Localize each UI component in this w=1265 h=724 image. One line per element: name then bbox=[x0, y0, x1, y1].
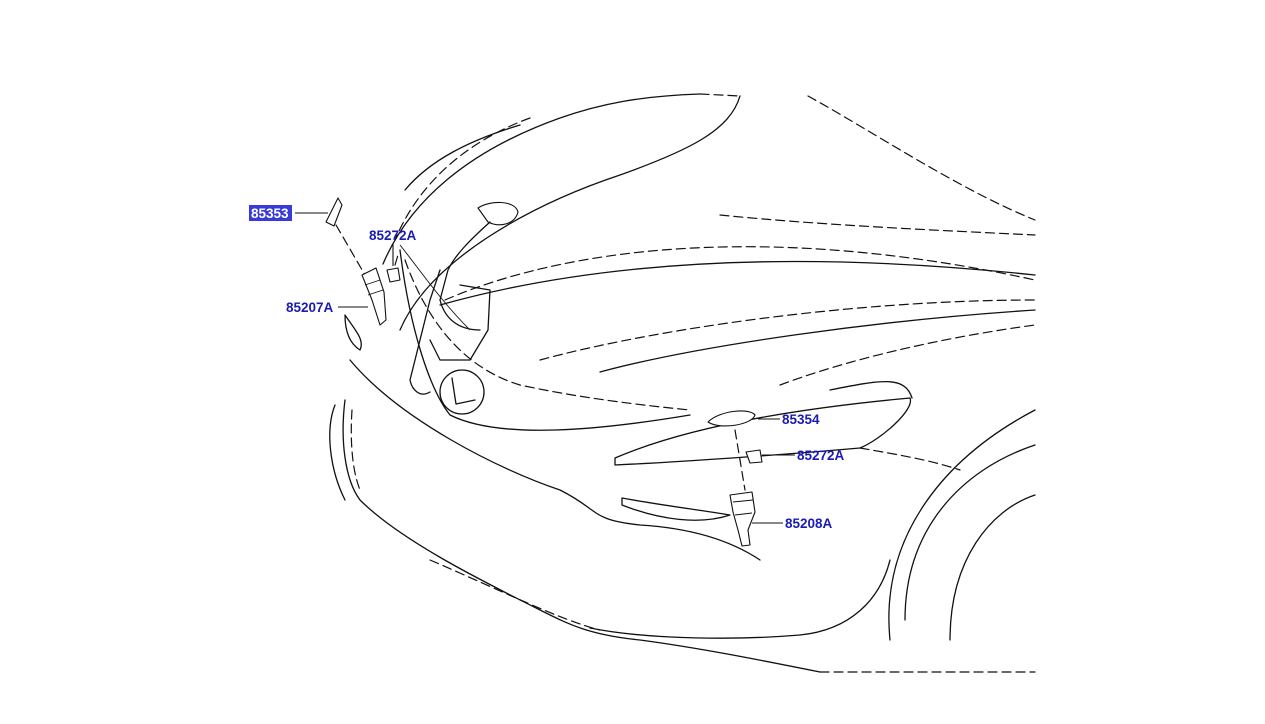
grille-emblem bbox=[439, 369, 485, 415]
cover-85353-part[interactable] bbox=[325, 197, 343, 227]
hood-top-edge bbox=[699, 93, 741, 97]
wheel-arch-outer bbox=[888, 409, 1036, 641]
nozzle-85208a-detail bbox=[732, 499, 754, 516]
wheel-outline bbox=[949, 494, 1036, 641]
nozzle-85207a-part[interactable] bbox=[361, 267, 387, 326]
clip-85272a-right-part[interactable] bbox=[745, 449, 763, 464]
grille-inner bbox=[404, 259, 691, 411]
washer-reservoir bbox=[477, 201, 519, 226]
bumper-dashed bbox=[429, 559, 601, 631]
callout-85272a-left[interactable]: 85272A bbox=[369, 228, 417, 243]
hood-crease-2 bbox=[439, 260, 1036, 306]
fog-light-strip bbox=[621, 497, 731, 521]
left-wing-outline bbox=[404, 124, 521, 191]
nozzle-85208a-part[interactable] bbox=[729, 491, 756, 547]
car-line-art bbox=[329, 93, 1036, 673]
clip-left-guide bbox=[394, 254, 399, 266]
bumper-right-curve bbox=[589, 559, 891, 639]
emblem-mark bbox=[451, 377, 476, 405]
leader-lines bbox=[295, 212, 795, 524]
washer-parts bbox=[325, 197, 763, 547]
callout-85353[interactable]: 85353 bbox=[251, 206, 289, 221]
headlight-upper bbox=[829, 380, 913, 399]
wheel-arch-inner bbox=[904, 444, 1036, 621]
right-fender-dashed bbox=[859, 447, 961, 471]
grille-outline bbox=[399, 249, 691, 431]
reservoir-neck bbox=[439, 221, 491, 331]
reservoir-body bbox=[409, 269, 441, 395]
hood-crease-3 bbox=[539, 299, 1036, 361]
headlight-lower bbox=[614, 397, 911, 466]
bumper-upper bbox=[349, 359, 761, 561]
callout-labels: 85353 85272A 85207A 85354 85272A 85208A bbox=[249, 205, 845, 531]
pump-block bbox=[429, 284, 491, 361]
callout-85353-highlight bbox=[249, 205, 292, 221]
hood-crease-5 bbox=[779, 324, 1036, 386]
cover-85354-part[interactable] bbox=[707, 410, 756, 427]
windshield-edge bbox=[719, 214, 1036, 236]
left-side-vent bbox=[344, 314, 362, 351]
callout-85208a[interactable]: 85208A bbox=[785, 516, 833, 531]
cover-85354-guide bbox=[734, 429, 746, 491]
callout-85272a-right[interactable]: 85272A bbox=[797, 448, 845, 463]
left-fender-lower bbox=[329, 404, 346, 501]
left-fender-edge bbox=[394, 117, 531, 241]
bay-hose bbox=[399, 244, 471, 331]
nozzle-85207a-detail bbox=[364, 279, 384, 296]
hood-crease-4 bbox=[599, 309, 1036, 373]
hood-crease-1 bbox=[444, 246, 1036, 301]
hood-right-sweep bbox=[807, 95, 1036, 221]
callout-85207a[interactable]: 85207A bbox=[286, 300, 334, 315]
hood-main-curve bbox=[399, 95, 741, 331]
cover-85353-guide bbox=[335, 224, 366, 276]
bumper-lower-lip bbox=[342, 399, 821, 673]
callout-85354[interactable]: 85354 bbox=[782, 412, 820, 427]
hood-front-edge bbox=[382, 93, 701, 265]
left-fender-dashed bbox=[350, 409, 361, 491]
clip-85272a-left-part[interactable] bbox=[386, 267, 401, 283]
